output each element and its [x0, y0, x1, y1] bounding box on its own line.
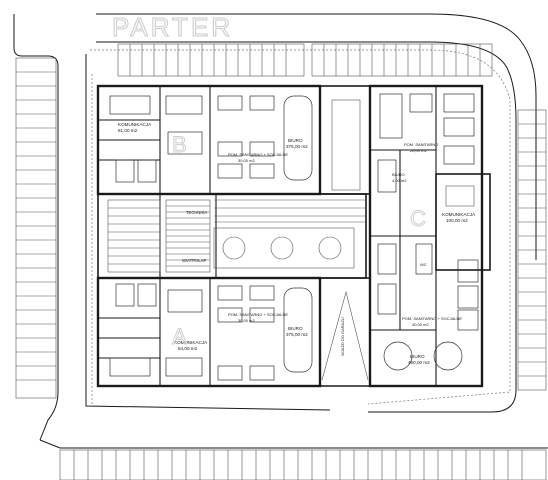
room-san-right-top-area: 26,00 m2: [410, 148, 427, 153]
room-wc: WC: [420, 262, 427, 267]
room-komunikacja-bottom-left: KOMUNIKACJA: [174, 340, 208, 345]
room-biuro-bottom: BIURO: [288, 326, 303, 331]
svg-text:A: A: [172, 324, 187, 349]
label-stairs: TECHNIKA: [186, 210, 207, 215]
room-komunikacja-top-left: KOMUNIKACJA: [118, 122, 152, 127]
stairs: [107, 199, 366, 273]
room-komunikacja-right-area: 100,00 m2: [446, 218, 468, 223]
furniture: [109, 93, 479, 381]
room-biuro-top-area: 375,00 m2: [286, 144, 308, 149]
room-san-top-left-area: 30,00 m2: [238, 158, 255, 163]
room-komunikacja-top-left-area: 81,00 m2: [118, 128, 138, 133]
room-san-bottom-left: POM. SANITARNO + SOCJALNE: [228, 312, 288, 317]
room-san-top-left: POM. SANITARNO + SOCJALNE: [228, 152, 288, 157]
room-biuro-right-top: BIURO: [392, 172, 405, 177]
parking-left: [15, 57, 57, 399]
room-biuro-right: BIURO: [410, 354, 425, 359]
plan-title: PARTER: [112, 12, 233, 42]
room-san-right-bottom: POM. SANITARNO + SOCJALNE: [402, 316, 462, 321]
label-garage-ramp: WJAZD DO GARAŻU: [340, 317, 345, 356]
room-san-bottom-left-area: 30,00 m2: [238, 318, 255, 323]
room-biuro-right-top-area: 4,00 m2: [392, 178, 407, 183]
svg-text:C: C: [410, 206, 426, 231]
parking-top: [117, 43, 493, 77]
room-san-right-top: POM. SANITARNO: [404, 142, 438, 147]
room-komunikacja-right: KOMUNIKACJA: [442, 212, 476, 217]
partitions: [98, 86, 437, 386]
site-road: [13, 13, 548, 449]
room-biuro-right-area: 460,00 m2: [408, 360, 430, 365]
room-komunikacja-bottom-left-area: 84,00 m2: [178, 346, 198, 351]
room-biuro-bottom-area: 375,00 m2: [286, 332, 308, 337]
room-labels: KOMUNIKACJA 81,00 m2 POM. SANITARNO + SO…: [118, 122, 476, 365]
room-san-right-bottom-area: 40,00 m2: [412, 322, 429, 327]
wing-letters: B A C: [172, 132, 427, 350]
svg-text:B: B: [172, 132, 187, 157]
label-wiatrolap: WIATROŁAP: [182, 258, 207, 263]
parking-bottom: [59, 449, 547, 480]
room-biuro-top: BIURO: [288, 138, 303, 143]
parking-right: [517, 109, 547, 391]
